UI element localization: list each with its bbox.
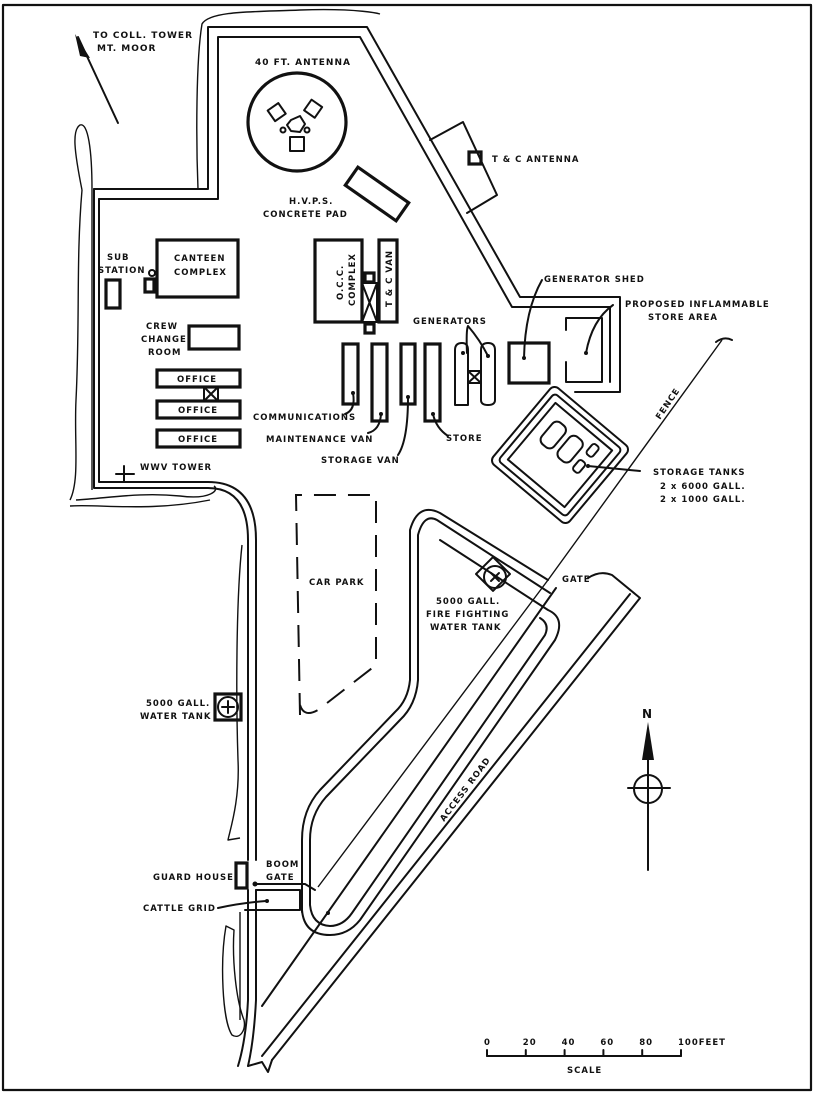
crew-label-2: CHANGE: [141, 335, 187, 345]
fire-tank-label-3: WATER TANK: [430, 623, 501, 633]
crew-label-1: CREW: [146, 322, 178, 332]
scale-tick-label: 0: [484, 1038, 491, 1048]
hvps-concrete-pad: [343, 164, 411, 224]
car-park-label: CAR PARK: [309, 578, 364, 588]
direction-note-line1: TO COLL. TOWER: [93, 31, 193, 41]
water-tank-label-1: 5000 GALL.: [146, 699, 210, 709]
antenna-40ft-label: 40 FT. ANTENNA: [255, 58, 351, 68]
canteen-complex: [155, 238, 240, 299]
generators-label: GENERATORS: [413, 317, 487, 327]
occ-link: [361, 271, 378, 335]
sub-station-label-1: SUB: [107, 253, 130, 263]
office-3: [155, 428, 242, 449]
generators: [454, 325, 496, 406]
direction-arrow-icon: [75, 34, 119, 124]
tc-antenna-label: T & C ANTENNA: [492, 155, 579, 165]
maintenance-van-label: MAINTENANCE VAN: [266, 435, 373, 445]
store: [423, 342, 442, 423]
occ-label-1: O.C.C.: [336, 265, 346, 300]
map-frame: [1, 3, 813, 1092]
boom-gate-label-2: GATE: [266, 873, 295, 883]
storage-tanks-label-2: 2 x 6000 GALL.: [660, 482, 746, 492]
generator-shed: [507, 341, 551, 385]
sub-station-label-2: STATION: [98, 266, 145, 276]
tc-van-label: T & C VAN: [385, 250, 395, 307]
fire-tank-label-2: FIRE FIGHTING: [426, 610, 509, 620]
storage-van-label: STORAGE VAN: [321, 456, 400, 466]
maintenance-van: [370, 342, 389, 423]
internal-road: [301, 508, 561, 936]
direction-note-line2: MT. MOOR: [97, 44, 156, 54]
boom-gate-label-1: BOOM: [266, 860, 299, 870]
scale-tick-label: 100FEET: [678, 1038, 726, 1048]
storage-tank-compound: [491, 386, 629, 524]
occ-complex: [313, 238, 364, 324]
fire-fighting-water-tank: [475, 556, 511, 592]
storage-tanks-label-3: 2 x 1000 GALL.: [660, 495, 746, 505]
tc-antenna-icon: [467, 150, 483, 166]
scale-caption: SCALE: [567, 1066, 602, 1076]
canteen-label-1: CANTEEN: [174, 254, 225, 264]
office-3-label: OFFICE: [178, 435, 218, 445]
hvps-label-line1: H.V.P.S.: [289, 197, 333, 207]
communications-label: COMMUNICATIONS: [253, 413, 356, 423]
wwv-tower-icon: [115, 465, 135, 483]
hvps-label-line2: CONCRETE PAD: [263, 210, 348, 220]
sub-station: [104, 278, 122, 310]
guard-house: [234, 861, 249, 890]
office-2-label: OFFICE: [178, 406, 218, 416]
store-label: STORE: [446, 434, 483, 444]
cattle-grid-label: CATTLE GRID: [143, 904, 216, 914]
fence-label: FENCE: [654, 386, 682, 421]
inflammable-store-label-2: STORE AREA: [648, 313, 718, 323]
communications-van: [341, 342, 360, 406]
scale-tick-label: 80: [639, 1038, 653, 1048]
generator-shed-label: GENERATOR SHED: [544, 275, 645, 285]
occ-label-2: COMPLEX: [348, 253, 358, 306]
scale-tick-label: 20: [523, 1038, 537, 1048]
office-2: [155, 399, 242, 420]
north-label: N: [642, 707, 653, 721]
scale-tick-label: 40: [562, 1038, 576, 1048]
crew-label-3: ROOM: [148, 348, 181, 358]
scale-bar: 0 20 40 60 80 100FEET: [484, 1038, 726, 1057]
access-road-label: ACCESS ROAD: [438, 756, 493, 824]
boom-gate: [254, 883, 316, 891]
canteen-label-2: COMPLEX: [174, 268, 227, 278]
storage-tanks-label-1: STORAGE TANKS: [653, 468, 746, 478]
antenna-40ft: [246, 71, 348, 173]
inflammable-store-area: [565, 317, 603, 383]
gate-label: GATE: [562, 575, 591, 585]
office-1-label: OFFICE: [177, 375, 217, 385]
car-park: [294, 494, 377, 716]
guard-house-label: GUARD HOUSE: [153, 873, 234, 883]
access-road: [261, 572, 641, 1061]
fire-tank-label-1: 5000 GALL.: [436, 597, 500, 607]
office-1: [155, 368, 242, 389]
scale-tick-label: 60: [600, 1038, 614, 1048]
tc-antenna-area: [429, 121, 498, 214]
inflammable-store-label-1: PROPOSED INFLAMMABLE: [625, 300, 770, 310]
crew-change-room: [187, 324, 241, 351]
water-tank: [213, 692, 243, 722]
wwv-tower-label: WWV TOWER: [140, 463, 212, 473]
office-link: [203, 386, 219, 402]
north-arrow-icon: [627, 722, 671, 871]
water-tank-label-2: WATER TANK: [140, 712, 211, 722]
tc-van: [377, 238, 399, 324]
